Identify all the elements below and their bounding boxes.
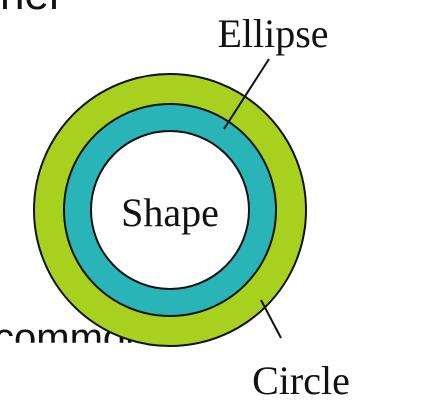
cut-off-text-top: ner: [0, 0, 64, 17]
middle-label: Ellipse: [217, 11, 328, 56]
inner-label: Shape: [121, 190, 219, 235]
ellipse-leader-line: [223, 58, 270, 130]
outer-label: Circle: [252, 358, 350, 403]
inner-disc-shape: [90, 130, 250, 290]
circle-leader-line: [260, 299, 282, 339]
